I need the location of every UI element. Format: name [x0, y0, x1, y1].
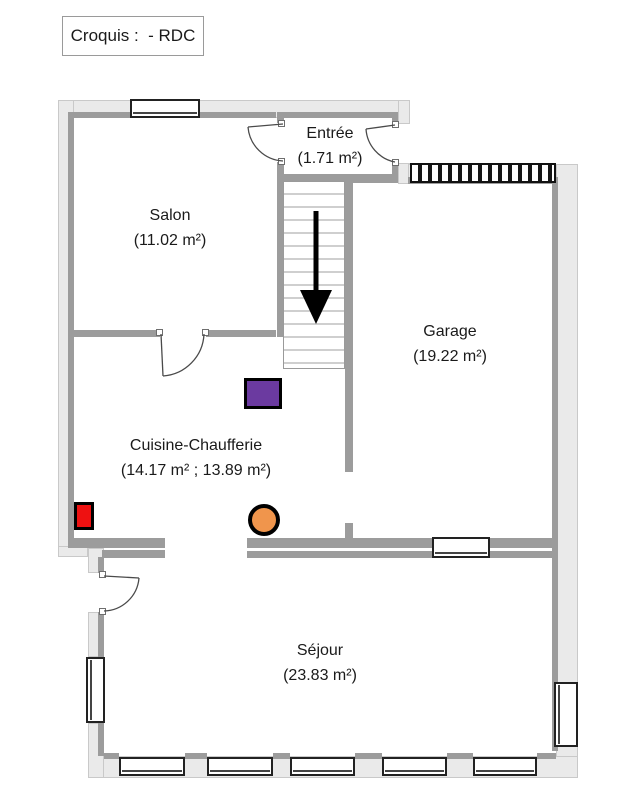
stairs-down-arrow: [300, 211, 332, 324]
wall-inner-left: [68, 112, 74, 548]
window-sejour-bottom-4: [382, 757, 447, 776]
purple-square-marker: [244, 378, 282, 409]
wall-cuisine-sejour-upper: [68, 538, 165, 548]
room-area: (19.22 m²): [413, 348, 487, 365]
window-sejour-left: [86, 657, 105, 723]
wall-garage-bottom-upper: [247, 538, 556, 548]
wall-porch-step-upper: [398, 100, 410, 124]
wall-inner-sejour-left-b: [98, 612, 104, 657]
wall-entree-bottom: [277, 174, 393, 183]
window-pane-line: [476, 770, 534, 772]
page-title: Croquis : - RDC: [70, 26, 196, 45]
wall-inner-bottom-c: [273, 753, 290, 759]
wall-inner-sejour-left-c: [98, 723, 104, 756]
room-name: Garage: [423, 323, 477, 340]
door-jamb: [392, 159, 399, 166]
wall-inner-top-a: [74, 112, 130, 118]
wall-salon-cuisine-a: [74, 330, 160, 337]
wall-inner-bottom-d: [355, 753, 382, 759]
wall-garage-left: [345, 183, 353, 472]
wall-inner-right: [552, 180, 558, 751]
wall-cuisine-sejour-lower: [102, 550, 165, 558]
door-jamb: [202, 329, 209, 336]
garage-door: [410, 163, 556, 183]
wall-garage-bottom-lower: [247, 551, 556, 558]
door-jamb: [99, 571, 106, 578]
door-arc-front-entrance: [365, 124, 396, 163]
window-pane-line: [90, 660, 92, 720]
room-area: (11.02 m²): [133, 232, 207, 249]
window-pane-line: [293, 770, 352, 772]
wall-inner-bottom-b: [185, 753, 207, 759]
window-pane-line: [385, 770, 444, 772]
wall-front-door-jamb-lower: [392, 163, 398, 183]
orange-circle-marker: [248, 504, 280, 536]
door-arc-sejour: [103, 575, 140, 612]
wall-inner-bottom-e: [447, 753, 473, 759]
window-sejour-bottom-5: [473, 757, 537, 776]
door-jamb: [156, 329, 163, 336]
door-arc-salon-cuisine: [160, 333, 205, 377]
room-label-sejour: Séjour (23.83 m²): [283, 638, 357, 688]
window-garage-sejour: [432, 537, 490, 558]
wall-inner-sejour-left-a: [98, 557, 104, 573]
room-name: Entrée: [306, 125, 354, 142]
wall-stairwell-left-upper: [277, 112, 284, 123]
window-pane-line: [122, 770, 182, 772]
window-sejour-right: [554, 682, 578, 747]
wall-inner-entree-top: [283, 112, 393, 118]
window-pane-line: [558, 685, 560, 744]
window-pane-line: [435, 552, 487, 554]
door-jamb: [392, 121, 399, 128]
wall-inner-top-b: [200, 112, 276, 118]
wall-inner-bottom-a: [104, 753, 119, 759]
window-sejour-bottom-1: [119, 757, 185, 776]
room-area: (1.71 m²): [297, 150, 363, 167]
window-pane-line: [133, 112, 197, 114]
window-sejour-bottom-3: [290, 757, 355, 776]
door-arc-salon-entree: [247, 123, 284, 162]
room-label-garage: Garage (19.22 m²): [413, 319, 487, 369]
window-salon-top: [130, 99, 200, 118]
window-pane-line: [210, 770, 270, 772]
wall-garage-left-stub: [345, 523, 353, 540]
room-name: Séjour: [296, 642, 344, 659]
room-label-cuisine: Cuisine-Chaufferie (14.17 m² ; 13.89 m²): [121, 433, 271, 483]
room-area: (14.17 m² ; 13.89 m²): [120, 462, 272, 479]
room-label-entree: Entrée (1.71 m²): [298, 121, 363, 171]
title-box: Croquis : - RDC: [62, 16, 204, 56]
wall-stairwell-left-lower: [277, 162, 284, 337]
wall-front-door-jamb-upper: [392, 112, 398, 124]
room-label-salon: Salon (11.02 m²): [134, 203, 207, 253]
window-sejour-bottom-2: [207, 757, 273, 776]
red-square-marker: [74, 502, 94, 530]
wall-salon-cuisine-b: [206, 330, 276, 337]
wall-inner-bottom-f: [537, 753, 556, 759]
room-name: Cuisine-Chaufferie: [129, 437, 263, 454]
room-area: (23.83 m²): [283, 667, 357, 684]
room-name: Salon: [149, 207, 191, 224]
